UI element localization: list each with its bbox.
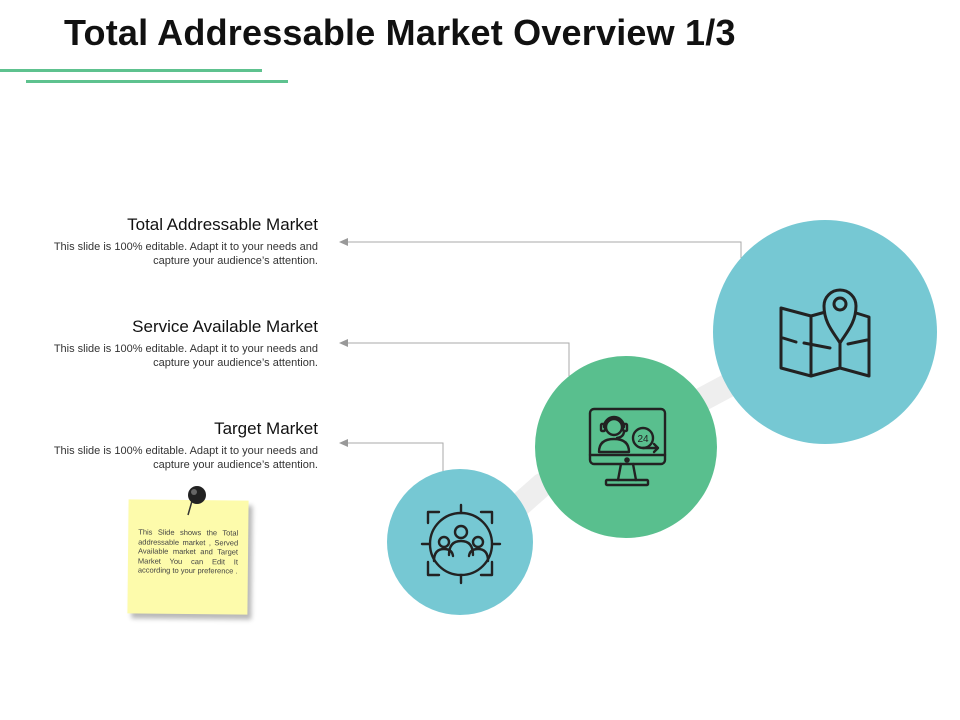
page-title: Total Addressable Market Overview 1/3 [64, 12, 736, 53]
leader-line-total [339, 238, 742, 258]
item-target-market: Target Market This slide is 100% editabl… [20, 419, 318, 472]
item-total-addressable-market: Total Addressable Market This slide is 1… [20, 215, 318, 268]
support-monitor-24-icon: 24 [588, 407, 667, 487]
circle-total-addressable [713, 220, 937, 444]
leader-line-service [339, 339, 570, 376]
title-underline-bottom [26, 80, 288, 83]
item-heading: Total Addressable Market [127, 215, 318, 234]
circle-service-available [535, 356, 717, 538]
item-description: This slide is 100% editable. Adapt it to… [53, 343, 318, 369]
title-underline-top [0, 69, 262, 72]
map-pin-icon [779, 288, 871, 378]
target-group-icon [420, 503, 502, 585]
item-service-available-market: Service Available Market This slide is 1… [20, 317, 318, 370]
push-pin-icon [187, 486, 206, 516]
item-heading: Target Market [214, 419, 318, 438]
item-description: This slide is 100% editable. Adapt it to… [53, 445, 318, 471]
item-description: This slide is 100% editable. Adapt it to… [53, 241, 318, 267]
item-heading: Service Available Market [132, 317, 318, 336]
badge-24-label: 24 [637, 434, 649, 445]
sticky-note-text: This Slide shows the Total addressable m… [137, 527, 239, 576]
leader-line-target [339, 439, 444, 472]
